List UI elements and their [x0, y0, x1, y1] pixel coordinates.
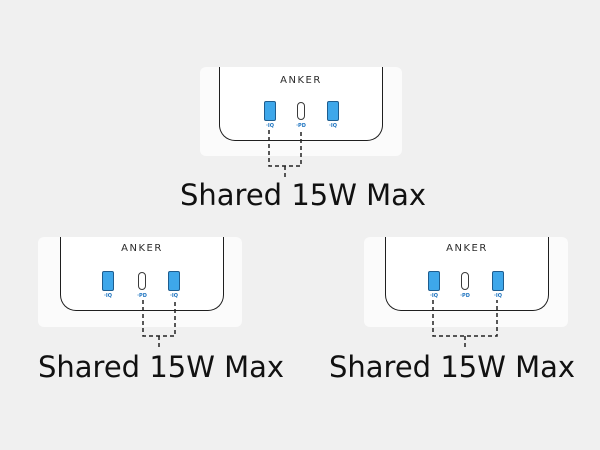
shared-max-caption: Shared 15W Max: [329, 350, 576, 384]
diagram-right-panel: ANKER ·IQ ·PD ·IQ: [364, 237, 568, 327]
power-strip-device: ANKER ·IQ ·PD ·IQ: [219, 67, 383, 141]
usb-c-port-2: [461, 272, 469, 290]
connector-line: [432, 300, 498, 337]
brand-logo: ANKER: [280, 75, 322, 86]
brand-logo: ANKER: [446, 243, 488, 254]
port-2-label: ·PD: [296, 123, 306, 129]
usb-c-port-2: [138, 272, 146, 290]
port-3-label: ·IQ: [169, 293, 178, 299]
usb-a-port-3: [168, 271, 180, 291]
usb-a-port-3: [327, 101, 339, 121]
shared-max-caption: Shared 15W Max: [180, 178, 427, 212]
usb-a-port-1: [264, 101, 276, 121]
usb-a-port-3: [492, 271, 504, 291]
usb-a-port-1: [102, 271, 114, 291]
power-strip-device: ANKER ·IQ ·PD ·IQ: [385, 237, 549, 311]
usb-a-port-1: [428, 271, 440, 291]
diagram-left-panel: ANKER ·IQ ·PD ·IQ: [38, 237, 242, 327]
port-2-label: ·PD: [460, 293, 470, 299]
port-3-label: ·IQ: [328, 123, 337, 129]
port-2-label: ·PD: [137, 293, 147, 299]
shared-max-caption: Shared 15W Max: [38, 350, 285, 384]
diagram-top-panel: ANKER ·IQ ·PD ·IQ: [200, 67, 402, 156]
port-1-label: ·IQ: [103, 293, 112, 299]
brand-logo: ANKER: [121, 243, 163, 254]
usb-c-port-2: [297, 102, 305, 120]
port-1-label: ·IQ: [429, 293, 438, 299]
power-strip-device: ANKER ·IQ ·PD ·IQ: [60, 237, 224, 311]
port-1-label: ·IQ: [265, 123, 274, 129]
port-3-label: ·IQ: [493, 293, 502, 299]
